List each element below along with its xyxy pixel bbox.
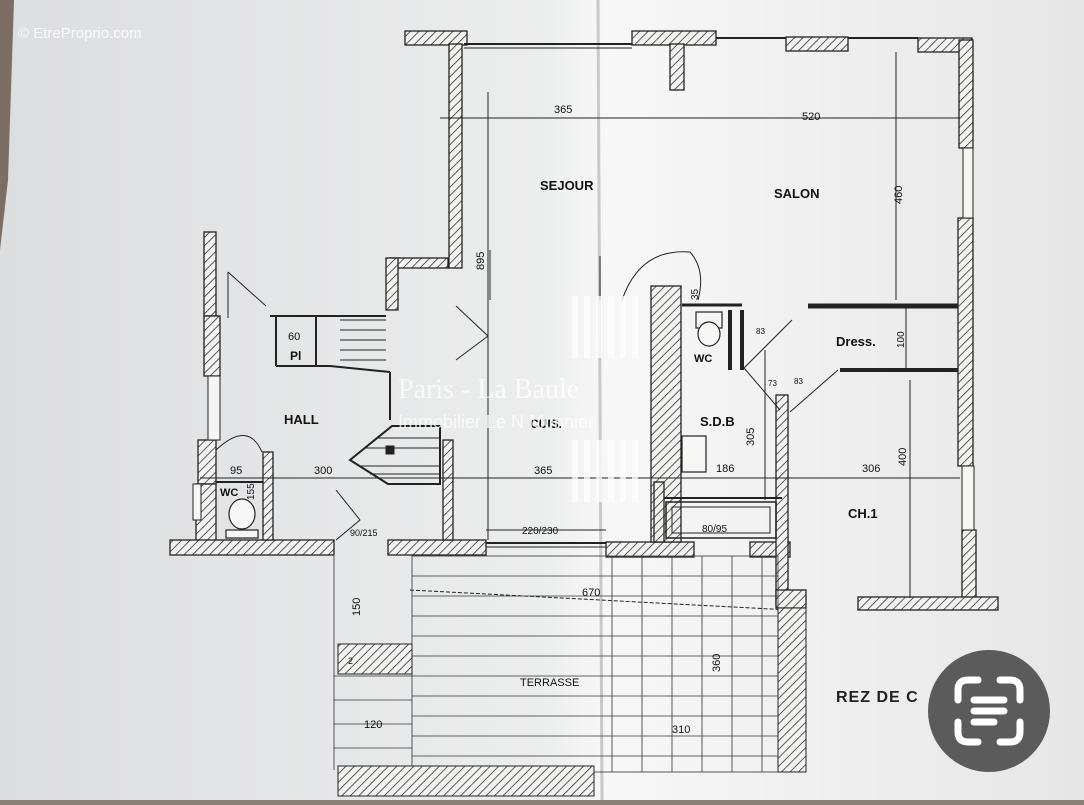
dim-label: 95 [230,465,242,477]
text-scan-button[interactable] [928,650,1050,772]
fixtures [225,311,723,539]
dimension-labels: 365 520 95 300 365 186 306 60 90/215 220… [230,104,909,736]
room-label-sejour: SEJOUR [540,178,594,193]
dim-label: 400 [897,448,909,466]
room-label-salon: SALON [774,186,820,201]
table-edge [0,0,14,250]
dim-label: 520 [802,111,820,123]
walls [169,30,999,611]
dim-label: 365 [554,104,572,116]
room-label-wc-2: WC [220,487,238,499]
terrace-paving [333,555,779,773]
room-label-cuis: CUIS. [530,417,562,431]
watermark-title: Paris - La Baule [398,374,579,405]
dim-label: 150 [351,598,363,616]
terrace-walls [337,607,807,797]
dim-label: 155 [246,483,257,500]
dim-label: 60 [288,331,300,343]
room-label-ch1: CH.1 [848,506,878,521]
room-labels: SEJOUR SALON Dress. WC HALL CUIS. S.D.B … [220,178,878,689]
dimension-lines [200,52,960,611]
dim-label: 895 [475,252,487,270]
door-swings [215,251,839,541]
dim-label: 670 [582,587,600,599]
dim-label: 360 [711,654,723,672]
room-label-sdb: S.D.B [700,414,735,429]
site-watermark: © EtreProprio.com [18,25,142,42]
room-label-pl: Pl [290,349,301,363]
dim-label: 300 [314,465,332,477]
dim-label: 120 [364,719,382,731]
dim-label: 83 [756,327,765,336]
dim-label: 365 [534,465,552,477]
dim-label: 220/230 [522,526,559,537]
dim-label: 80/95 [702,524,727,535]
partitions [216,37,958,548]
floor-title: REZ DE C [836,689,919,706]
text-scan-icon [954,676,1024,746]
room-label-wc-1: WC [694,353,712,365]
dim-label: 2 [348,656,353,666]
staircase [340,319,441,485]
dim-label: 83 [794,377,803,386]
paper-fold [596,0,604,801]
room-label-terrasse: TERRASSE [520,677,579,689]
dim-label: 186 [716,463,734,475]
dim-label: 305 [745,428,757,446]
dim-label: 306 [862,463,880,475]
agency-watermark: Paris - La Baule Immobilier Le N Monnier [398,296,638,502]
room-label-hall: HALL [284,412,319,427]
dim-label: 90/215 [350,528,378,538]
dim-label: 73 [768,379,777,388]
dim-label: 310 [672,724,690,736]
windows [192,147,975,531]
room-label-dress: Dress. [836,334,876,349]
dim-label: 460 [893,186,905,204]
dim-label: 100 [896,331,907,348]
watermark-subtitle: Immobilier Le N Monnier [398,412,594,432]
dim-label: 35 [690,288,701,300]
